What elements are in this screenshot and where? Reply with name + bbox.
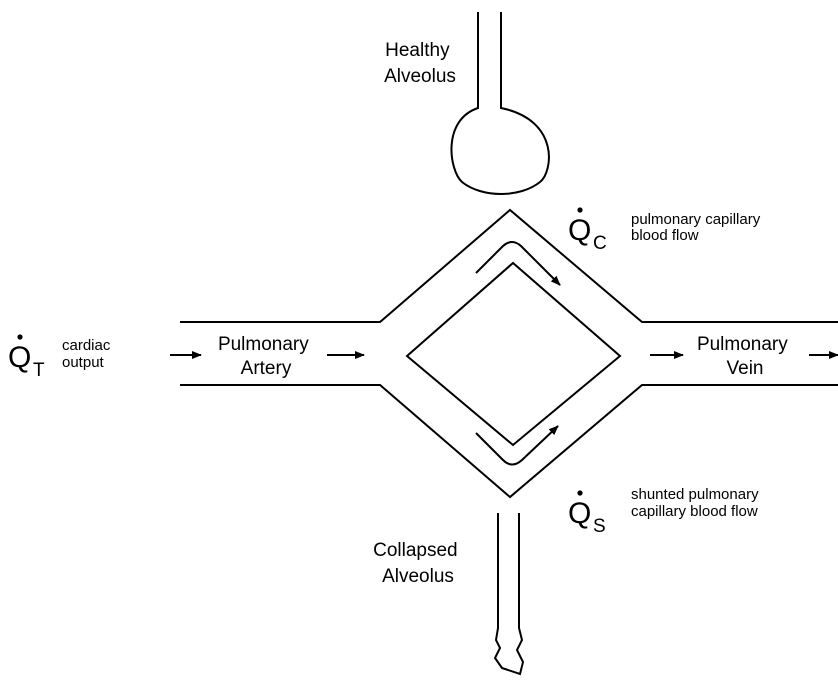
- shunt-flow-symbol: Q S: [568, 490, 606, 537]
- svg-text:Q: Q: [8, 341, 31, 374]
- pulmonary-vein-label: Pulmonary Vein: [697, 334, 793, 379]
- svg-text:S: S: [593, 516, 606, 537]
- pulmonary-artery-label: Pulmonary Artery: [218, 334, 314, 379]
- capillary-flow-arrow: [475, 241, 561, 286]
- flow-rate-dot: [577, 490, 583, 496]
- capillary-flow-description: pulmonary capillary blood flow: [631, 211, 764, 244]
- svg-text:T: T: [33, 360, 45, 381]
- flow-rate-dot: [17, 334, 23, 340]
- shunt-flow-arrow: [475, 425, 559, 466]
- svg-text:Q: Q: [568, 214, 591, 247]
- pulmonary-artery-lower-wall: [180, 384, 838, 499]
- healthy-alveolus-label: Healthy Alveolus: [384, 40, 456, 87]
- cardiac-output-symbol: Q T: [8, 334, 45, 381]
- pulmonary-artery-upper-wall: [180, 208, 838, 323]
- healthy-alveolus-shape: [450, 12, 550, 195]
- collapsed-alveolus-shape: [493, 513, 525, 676]
- shunt-flow-description: shunted pulmonary capillary blood flow: [631, 486, 763, 520]
- capillary-inner-diamond: [405, 261, 622, 447]
- flow-rate-dot: [577, 207, 583, 213]
- cardiac-output-description: cardiac output: [62, 337, 115, 371]
- capillary-flow-symbol: Q C: [568, 207, 607, 254]
- svg-text:C: C: [593, 233, 607, 254]
- collapsed-alveolus-label: Collapsed Alveolus: [373, 540, 463, 587]
- svg-text:Q: Q: [568, 497, 591, 530]
